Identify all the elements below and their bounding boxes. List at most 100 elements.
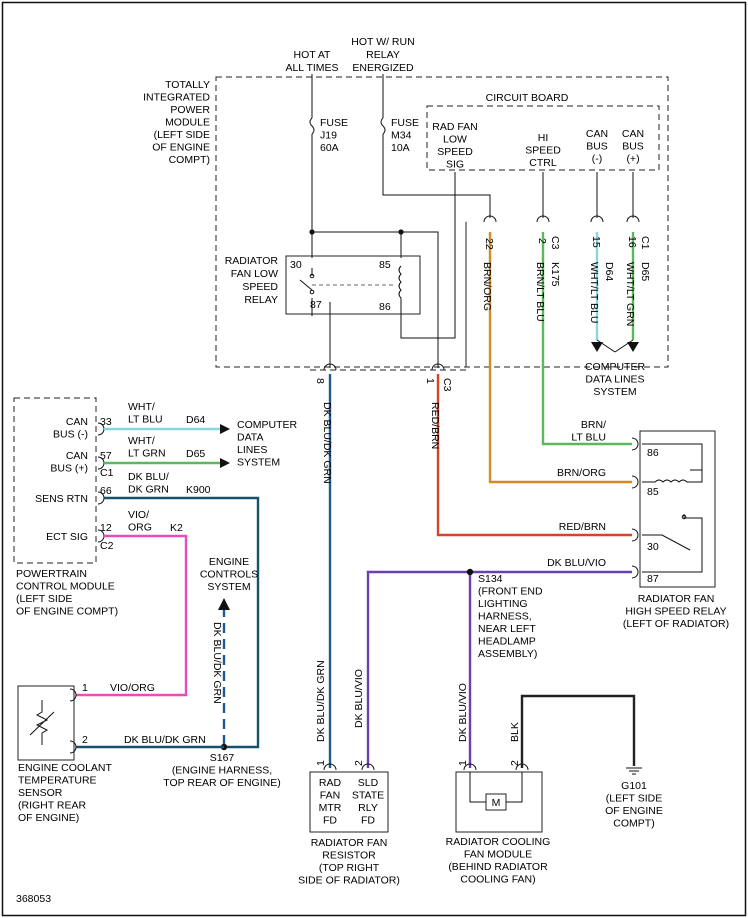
can-bus-plus-label-line: CAN xyxy=(622,128,644,140)
ect-sensor-title-line: ENGINE COOLANT xyxy=(18,762,113,774)
hs-relay-pin-87: 87 xyxy=(647,573,659,585)
s167-label-line: S167 xyxy=(210,752,235,764)
wire-label-d64: D64 xyxy=(603,262,615,281)
circuit-board-label-line: CIRCUIT BOARD xyxy=(486,92,569,104)
hs-relay-contact xyxy=(681,514,687,520)
tipm-pin-1: 1 xyxy=(424,378,436,384)
arrow-computer-data-lines-2 xyxy=(627,342,639,352)
wire-label-brn-org-line: BRN/ORG xyxy=(481,262,493,311)
low-speed-relay-label-line: RELAY xyxy=(244,294,278,306)
can-bus-minus-label-line: BUS xyxy=(586,141,608,153)
s134-label-line: LIGHTING xyxy=(478,598,528,610)
ect-pin-2: 2 xyxy=(82,734,88,746)
pcm-can-plus-label-line: BUS (+) xyxy=(50,463,88,475)
pcm-wire-wht-ltblu-line: LT BLU xyxy=(128,414,163,426)
s167-label: S167(ENGINE HARNESS,TOP REAR OF ENGINE) xyxy=(163,752,280,789)
ect-wire-dkblu-dkgrn: DK BLU/DK GRN xyxy=(124,734,206,746)
pcm-wire-dkblu-dkgrn-line: DK GRN xyxy=(128,484,169,496)
rad-fan-low-speed-sig-label-line: SPEED xyxy=(437,146,473,158)
circuit-board-label: CIRCUIT BOARD xyxy=(486,92,569,104)
ect-wire-dkblu-dkgrn-line: DK BLU/DK GRN xyxy=(124,734,206,746)
pcm-pin-33-line: 33 xyxy=(100,416,112,428)
pcm-wire-d65: D65 xyxy=(186,448,205,460)
pcm-wire-wht-ltblu-line: WHT/ xyxy=(128,401,155,413)
pcm-title-line: POWERTRAIN xyxy=(16,568,87,580)
engine-controls-system-label-line: CONTROLS xyxy=(200,569,258,581)
tipm-pin-22: 22 xyxy=(483,238,495,250)
relay-pin-85-line: 85 xyxy=(379,259,391,271)
tipm-label-line: INTEGRATED xyxy=(143,92,210,104)
tipm-label-line: (LEFT SIDE xyxy=(154,129,210,141)
tipm-pin-c3b: C3 xyxy=(441,378,453,392)
wire-dk-blu-vio xyxy=(366,570,632,768)
wire-label-brn-org: BRN/ORG xyxy=(481,262,493,311)
s134-label-line: HEADLAMP xyxy=(478,636,536,648)
pcm-wire-k2-line: K2 xyxy=(170,522,183,534)
connector-15 xyxy=(590,215,604,223)
pcm-wire-k900: K900 xyxy=(186,484,211,496)
hs-wire-red-brn: RED/BRN xyxy=(559,521,606,533)
connector-2 xyxy=(536,215,550,223)
connector-22 xyxy=(483,215,497,223)
resistor-connectors xyxy=(323,763,375,771)
pcm-can-plus-arrow xyxy=(220,458,230,468)
ect-sensor-title-line: TEMPERATURE xyxy=(18,775,97,787)
ect-wire-vio-org-line: VIO/ORG xyxy=(110,682,155,694)
pcm-wire-vio-org-line: ORG xyxy=(128,522,152,534)
wire-label-brn-ltblu: BRN/LT BLU xyxy=(534,262,546,322)
pcm-wire-k2: K2 xyxy=(170,522,183,534)
fan-wire-blk-line: BLK xyxy=(509,722,521,742)
wire-label-wht-ltblu: WHT/LT BLU xyxy=(588,262,600,323)
computer-data-lines-label-line: COMPUTER xyxy=(585,361,646,373)
connector-16 xyxy=(626,215,640,223)
s134-label-line: NEAR LEFT xyxy=(478,623,536,635)
s134-label-line: (FRONT END xyxy=(478,586,543,598)
resistor-title-line: (TOP RIGHT xyxy=(319,862,380,874)
hs-relay-pin-87-line: 87 xyxy=(647,573,659,585)
relay-pin-86-line: 86 xyxy=(379,301,391,313)
pcm-wire-wht-ltgrn: WHT/LT GRN xyxy=(128,435,166,460)
pcm-boundary xyxy=(13,397,97,564)
engine-controls-system-label-line: ENGINE xyxy=(209,556,249,568)
g101-label-line: G101 xyxy=(621,780,647,792)
can-bus-minus-label-line: (-) xyxy=(592,153,603,165)
hs-wire-brn-ltblu-line: BRN/ xyxy=(581,419,606,431)
ect-sensor-title-line: OF ENGINE) xyxy=(18,812,79,824)
engine-controls-arrow xyxy=(218,598,230,610)
resistor-left-label-line: FD xyxy=(323,815,337,827)
hs-relay-title-line: RADIATOR FAN xyxy=(638,593,715,605)
tipm-label-line: TOTALLY xyxy=(165,79,210,91)
hot-w-run-label-line: RELAY xyxy=(366,49,400,61)
wire-blk-ground xyxy=(520,694,636,768)
circuit-board-boundary xyxy=(426,105,660,171)
tipm-pin-2: 2 xyxy=(536,238,548,244)
engine-controls-system-label-line: SYSTEM xyxy=(207,581,250,593)
wire-label-red-brn: RED/BRN xyxy=(429,402,441,449)
motor-body xyxy=(485,793,507,811)
pcm-title-line: (LEFT SIDE xyxy=(16,593,72,605)
fan-wire-blk: BLK xyxy=(509,722,521,742)
g101-label-line: (LEFT SIDE xyxy=(606,793,662,805)
computer-data-lines-left-label-line: LINES xyxy=(237,444,267,456)
pcm-wire-d65-line: D65 xyxy=(186,448,205,460)
wire-label-k175: K175 xyxy=(549,262,561,287)
wire-brn-ltblu xyxy=(541,232,632,446)
high-speed-relay-box xyxy=(639,430,716,588)
pcm-pin-57: 57 xyxy=(100,450,112,462)
resistor-left-label-line: RAD xyxy=(319,777,342,789)
resistor-pin-2: 2 xyxy=(353,760,365,766)
wire-label-brn-ltblu-line: BRN/LT BLU xyxy=(534,262,546,322)
s134-label-line: ASSEMBLY) xyxy=(478,648,537,660)
relay-pin-87-line: 87 xyxy=(310,299,322,311)
pcm-pin-57-line: 57 xyxy=(100,450,112,462)
fan-pin-2: 2 xyxy=(509,760,521,766)
resistor-right-label-line: STATE xyxy=(352,790,384,802)
hs-wire-brn-ltblu: BRN/LT BLU xyxy=(571,419,606,444)
pcm-c1: C1 xyxy=(100,467,114,479)
low-speed-relay-label-line: RADIATOR xyxy=(225,255,279,267)
